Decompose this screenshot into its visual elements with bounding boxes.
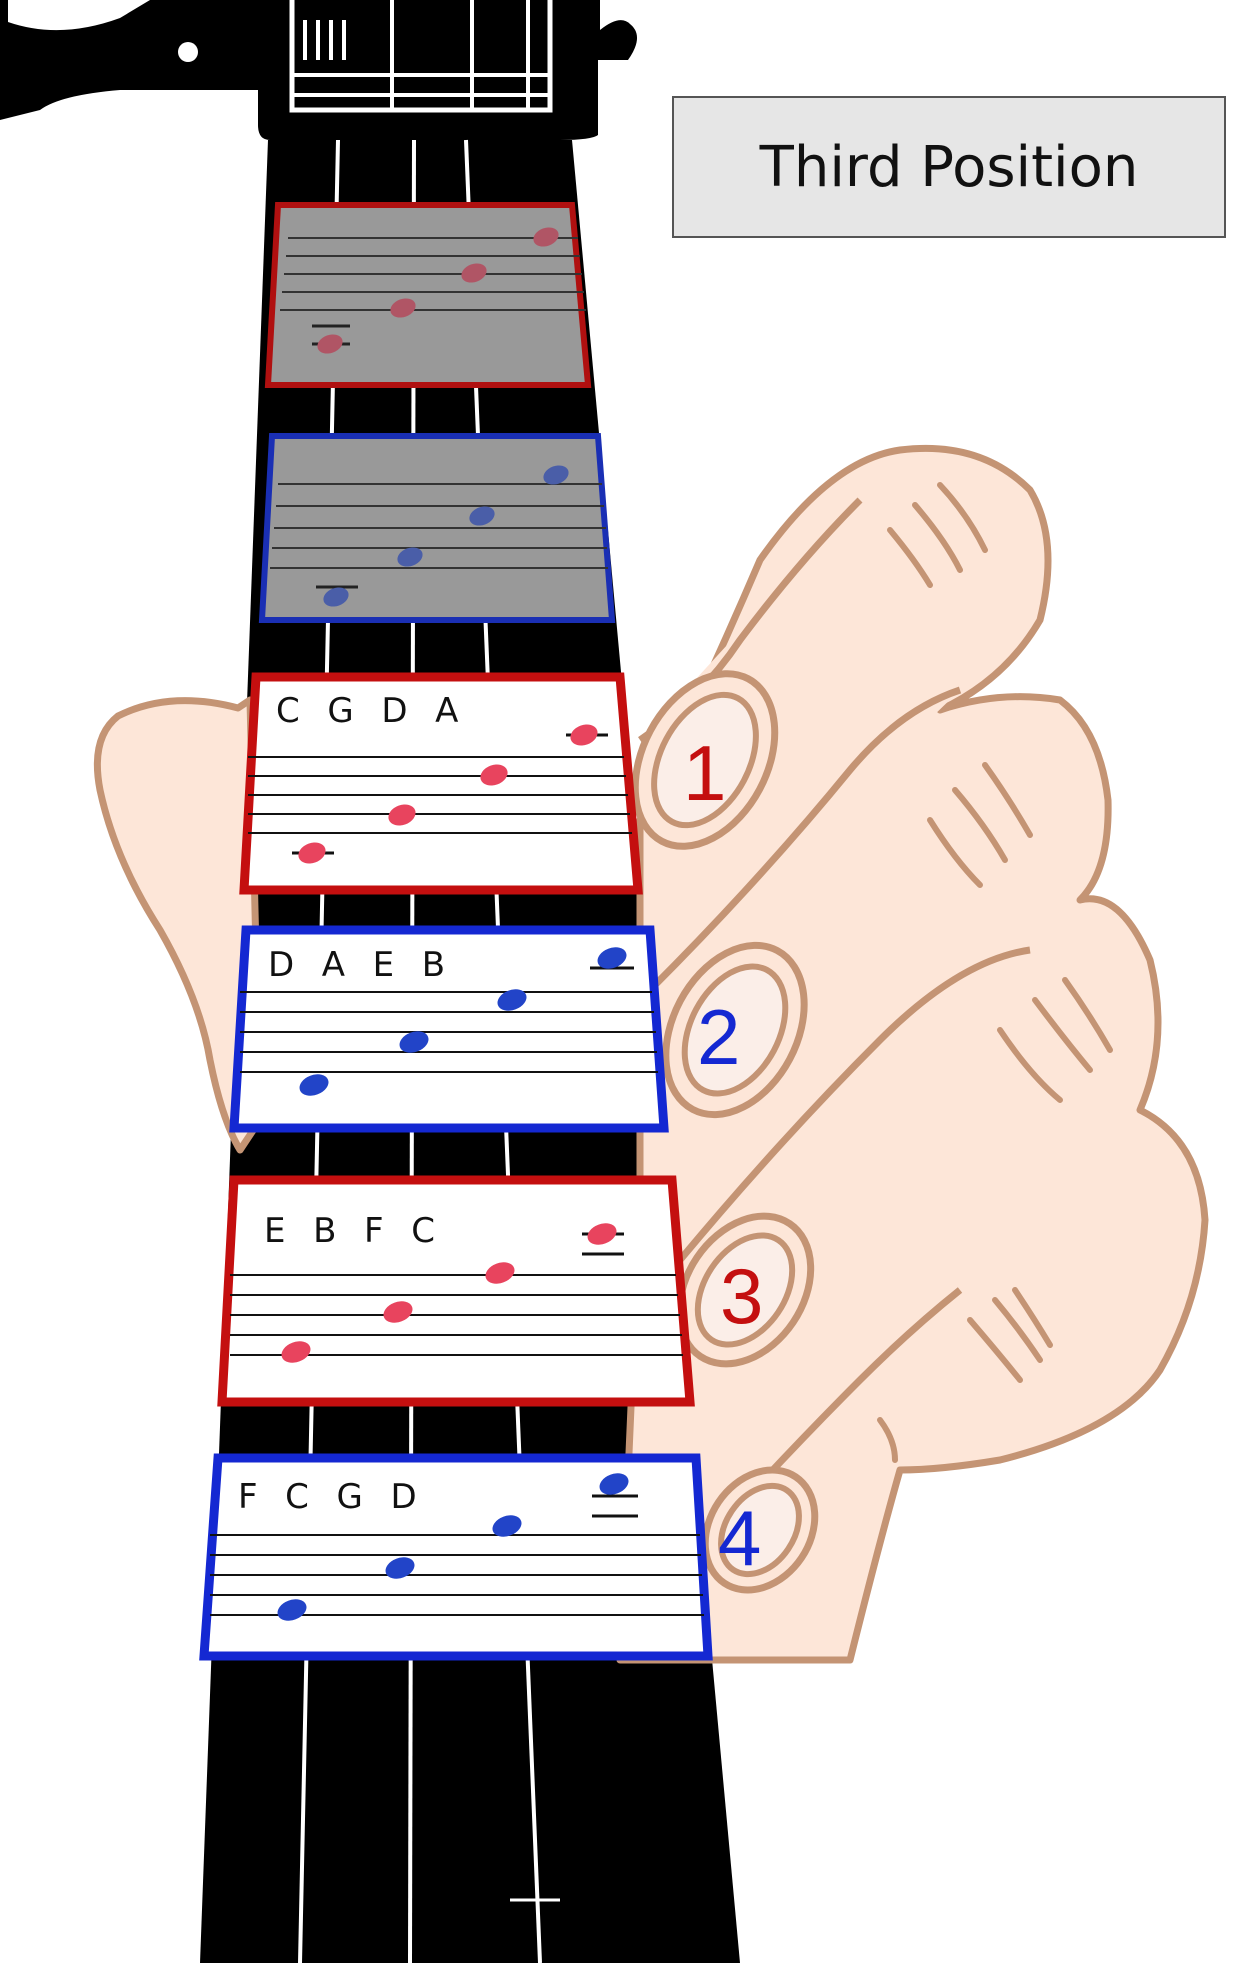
knuckle-creases: [877, 482, 1113, 1463]
finger-number-3: 3: [720, 1252, 763, 1340]
finger-2-notes: D A E B: [268, 945, 447, 985]
note-dot: [383, 1301, 413, 1323]
finger-1-panel: C G D A: [239, 672, 643, 895]
finger-3-panel: E B F C: [217, 1175, 695, 1407]
finger-2-panel: D A E B: [229, 925, 669, 1133]
muted-panel-1: [264, 202, 592, 388]
finger-number-4: 4: [718, 1494, 761, 1582]
note-dot: [485, 1262, 515, 1284]
note-dot: [587, 1223, 617, 1245]
finger-3-notes: E B F C: [264, 1211, 437, 1251]
note-dot: [492, 1515, 522, 1537]
hand-illustration: [93, 444, 1209, 1664]
note-dot: [599, 1473, 629, 1495]
title-box: Third Position: [672, 96, 1226, 238]
note-dot: [388, 804, 416, 826]
note-dot: [277, 1599, 307, 1621]
note-dot: [480, 764, 508, 786]
viola-scroll: [0, 0, 638, 140]
note-dot: [497, 989, 527, 1011]
finger-4-panel: F C G D: [199, 1453, 713, 1661]
muted-panel-2: [258, 433, 616, 623]
finger-number-2: 2: [697, 993, 740, 1081]
note-dot: [385, 1557, 415, 1579]
page-title: Third Position: [759, 134, 1139, 200]
finger-4-notes: F C G D: [238, 1477, 419, 1517]
finger-1-notes: C G D A: [276, 691, 460, 731]
note-dot: [298, 842, 326, 864]
note-dot: [597, 947, 627, 969]
note-dot: [299, 1074, 329, 1096]
note-dot: [399, 1031, 429, 1053]
note-dot: [570, 724, 598, 746]
finger-number-1: 1: [683, 729, 726, 817]
note-dot: [281, 1341, 311, 1363]
